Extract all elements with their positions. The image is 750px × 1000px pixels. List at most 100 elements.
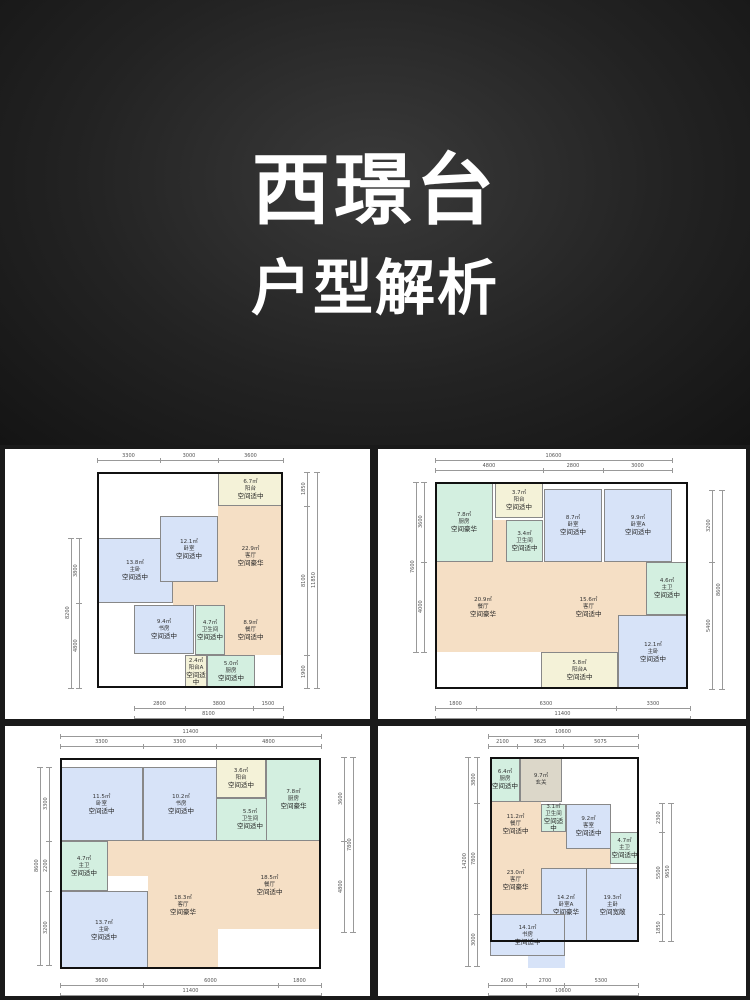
dimension-line (60, 985, 321, 986)
room-name: 玄关 (535, 779, 547, 786)
dimension-tick (46, 965, 52, 966)
dimension-tick (474, 803, 480, 804)
dimension-tick (474, 914, 480, 915)
room-name: 客厅 (509, 877, 521, 883)
room-name: 客厅 (177, 901, 189, 908)
dimension-bottom: 1800 (293, 978, 306, 984)
dimension-bottom: 3600 (95, 978, 108, 984)
room-name: 厨房 (225, 668, 237, 674)
dimension-tick (68, 538, 74, 539)
dimension-tick (350, 932, 356, 933)
room-area: 15.6㎡ (579, 596, 598, 603)
room-grade: 空间适中 (560, 528, 586, 536)
dimension-bottom: 3300 (646, 701, 660, 707)
room-area: 10.2㎡ (172, 793, 190, 800)
dimension-tick (76, 603, 82, 604)
dimension-bottom-total: 11400 (554, 711, 571, 717)
dimension-tick (37, 965, 43, 966)
dimension-bottom: 2600 (500, 978, 514, 984)
room-area: 4.7㎡ (202, 619, 218, 626)
dimension-left: 3800 (471, 773, 477, 787)
dimension-tick (413, 652, 419, 653)
dimension-left: 3300 (43, 797, 49, 811)
dimension-tick (46, 767, 52, 768)
dimension-tick (143, 744, 144, 749)
room-grade: 空间适中 (502, 827, 529, 835)
dimension-tick (543, 468, 544, 473)
room-grade: 空间适中 (256, 887, 283, 896)
dimension-right-total: 11850 (311, 572, 317, 588)
dimension-right: 1900 (301, 665, 307, 678)
dimension-bottom: 2800 (153, 701, 166, 707)
dimension-line (134, 718, 283, 719)
room-name: 客厅 (582, 603, 594, 610)
dimension-line (435, 460, 672, 461)
dimension-line (435, 708, 690, 709)
dimension-tick (603, 468, 604, 473)
room-area: 3.4㎡ (517, 530, 532, 537)
dimension-right-total: 8600 (716, 583, 722, 596)
dimension-tick (638, 993, 639, 996)
dimension-tick (218, 458, 219, 463)
dimension-left: 2200 (43, 859, 49, 873)
dimension-left: 4000 (418, 600, 424, 614)
dimension-line (488, 985, 638, 986)
dimension-tick (488, 734, 489, 739)
room-area: 12.1㎡ (180, 538, 198, 545)
dimension-line (71, 538, 72, 688)
room-name: 厨房 (287, 796, 299, 802)
dimension-tick (435, 716, 436, 719)
dimension-tick (68, 688, 74, 689)
dimension-tick (350, 757, 356, 758)
dimension-line (722, 490, 723, 689)
dimension-tick (341, 841, 347, 842)
dimension-tick (278, 983, 279, 988)
dimension-tick (97, 458, 98, 463)
room-name: 主卫 (618, 844, 630, 851)
dimension-line (40, 767, 41, 965)
dimension-tick (421, 652, 427, 653)
dimension-line (477, 757, 478, 966)
dimension-tick (668, 941, 674, 942)
dimension-bottom: 6300 (539, 701, 553, 707)
dimension-tick (659, 832, 665, 833)
dimension-bottom-total: 11400 (182, 988, 199, 994)
room-name: 书房 (175, 800, 187, 807)
room-grade: 空间适中 (237, 633, 264, 641)
dimension-tick (283, 716, 284, 719)
dimension-tick (719, 689, 725, 690)
room-area: 5.5㎡ (242, 809, 258, 815)
dimension-tick (37, 767, 43, 768)
room-grade: 空间适中 (168, 806, 194, 815)
dimension-top: 3000 (631, 463, 644, 469)
dimension-tick (659, 914, 665, 915)
room-grade: 空间宽敞 (599, 907, 626, 916)
room-grade: 空间豪华 (237, 558, 264, 567)
dimension-left-total: 8200 (65, 606, 71, 620)
dimension-tick (709, 689, 715, 690)
dimension-right: 3600 (338, 792, 344, 806)
dimension-left: 3200 (43, 921, 49, 935)
room-name: 阳台A (188, 664, 204, 671)
room-name: 餐厅 (477, 603, 489, 610)
dimension-tick (709, 490, 715, 491)
dimension-line (424, 482, 425, 652)
room-name: 主卧 (129, 567, 141, 573)
room-name: 主卧 (606, 901, 618, 908)
room-grade: 空间适中 (654, 591, 680, 599)
room-name: 卫生间 (516, 537, 533, 544)
room-name: 卫生间 (201, 626, 219, 633)
room-grade: 空间适中 (186, 670, 206, 686)
room-name: 阳台 (235, 774, 247, 781)
room-area: 4.7㎡ (617, 837, 632, 844)
dimension-tick (616, 706, 617, 711)
room-grade: 空间豪华 (280, 802, 307, 810)
dimension-tick (488, 983, 489, 988)
dimension-tick (321, 983, 322, 988)
